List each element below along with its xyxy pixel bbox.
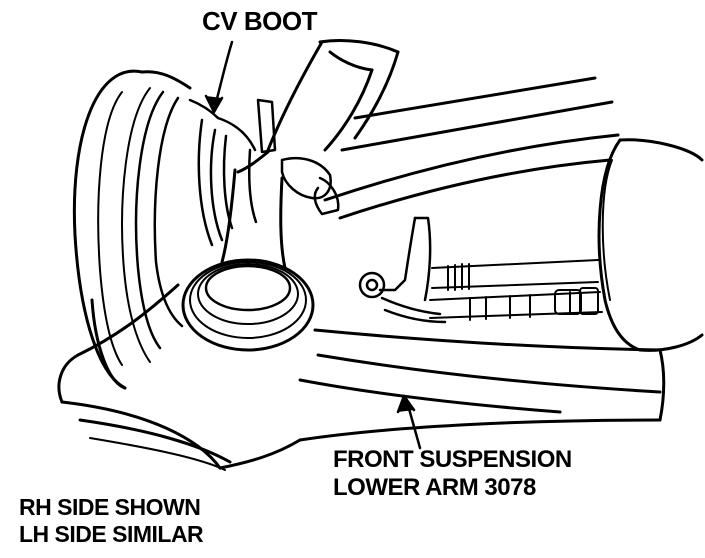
side-note-line2: LH SIDE SIMILAR bbox=[19, 521, 204, 547]
arm-bracket bbox=[358, 216, 447, 324]
inner-cv-housing bbox=[597, 138, 704, 352]
cv-boot bbox=[188, 98, 258, 247]
hub-rotor bbox=[72, 69, 192, 390]
lower-arm-leader-arrow bbox=[396, 394, 422, 450]
bolt-detail bbox=[429, 259, 603, 321]
cv-boot-leader-arrow bbox=[204, 40, 234, 114]
lower-control-arm bbox=[57, 283, 666, 471]
ball-joint-boot bbox=[181, 150, 315, 352]
drive-shaft bbox=[323, 76, 620, 220]
side-note-line1: RH SIDE SHOWN bbox=[19, 494, 201, 520]
lower-arm-label-line2: LOWER ARM 3078 bbox=[333, 474, 536, 501]
tie-rod bbox=[256, 38, 400, 216]
lower-arm-label-line1: FRONT SUSPENSION bbox=[333, 446, 572, 473]
cv-boot-label: CV BOOT bbox=[202, 6, 317, 36]
